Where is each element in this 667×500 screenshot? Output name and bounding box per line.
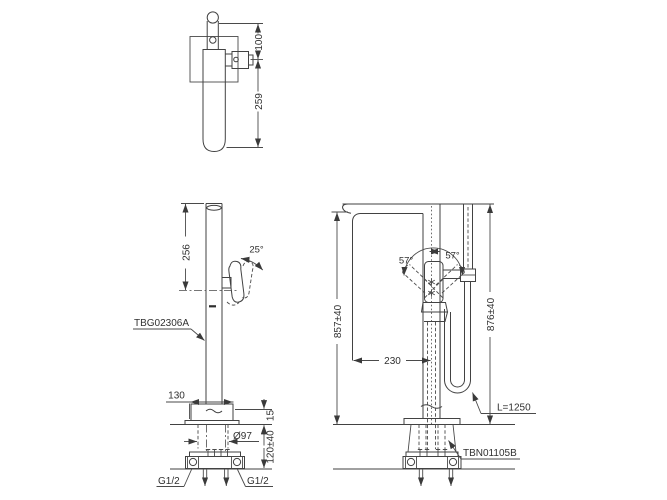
mounting-base-side — [402, 424, 462, 469]
dim-25deg-label: 25° — [249, 245, 264, 256]
dim-57deg-right-label: 57° — [445, 251, 460, 262]
conn-right-label: G1/2 — [247, 476, 269, 487]
spout-outlet — [206, 204, 222, 211]
star-mark-icon — [427, 278, 436, 297]
side-model-label: TBN01105B — [463, 448, 517, 459]
dim-57deg-left-label: 57° — [399, 256, 414, 267]
dim-15-label: 15 — [265, 410, 276, 422]
dim-259-label: 259 — [254, 93, 265, 110]
dim-230-label: 230 — [384, 356, 401, 367]
dim-256-label: 256 — [181, 244, 192, 261]
hand-shower-detail-view: 100 259 — [189, 11, 265, 153]
dim-100-label: 100 — [254, 34, 265, 51]
hose-length-label: L=1250 — [497, 403, 531, 414]
faucet-side-view: 57° 57° — [331, 203, 536, 486]
hand-shower-body — [202, 49, 226, 153]
dim-hole-label: Ø97 — [233, 431, 252, 442]
conn-left-label: G1/2 — [158, 476, 180, 487]
dim-876-label: 876±40 — [486, 297, 497, 331]
shower-connector — [231, 51, 249, 69]
front-model-label: TBG02306A — [134, 318, 189, 329]
dim-depth-label: 120±40 — [265, 430, 276, 464]
shower-hose — [444, 281, 471, 394]
dim-857-label: 857±40 — [333, 304, 344, 338]
faucet-front-view: 25° 256 TBG02306A 130 15 — [133, 203, 276, 487]
dim-130-label: 130 — [168, 391, 185, 402]
lever-handle — [228, 260, 245, 303]
mounting-base-front — [185, 449, 245, 469]
